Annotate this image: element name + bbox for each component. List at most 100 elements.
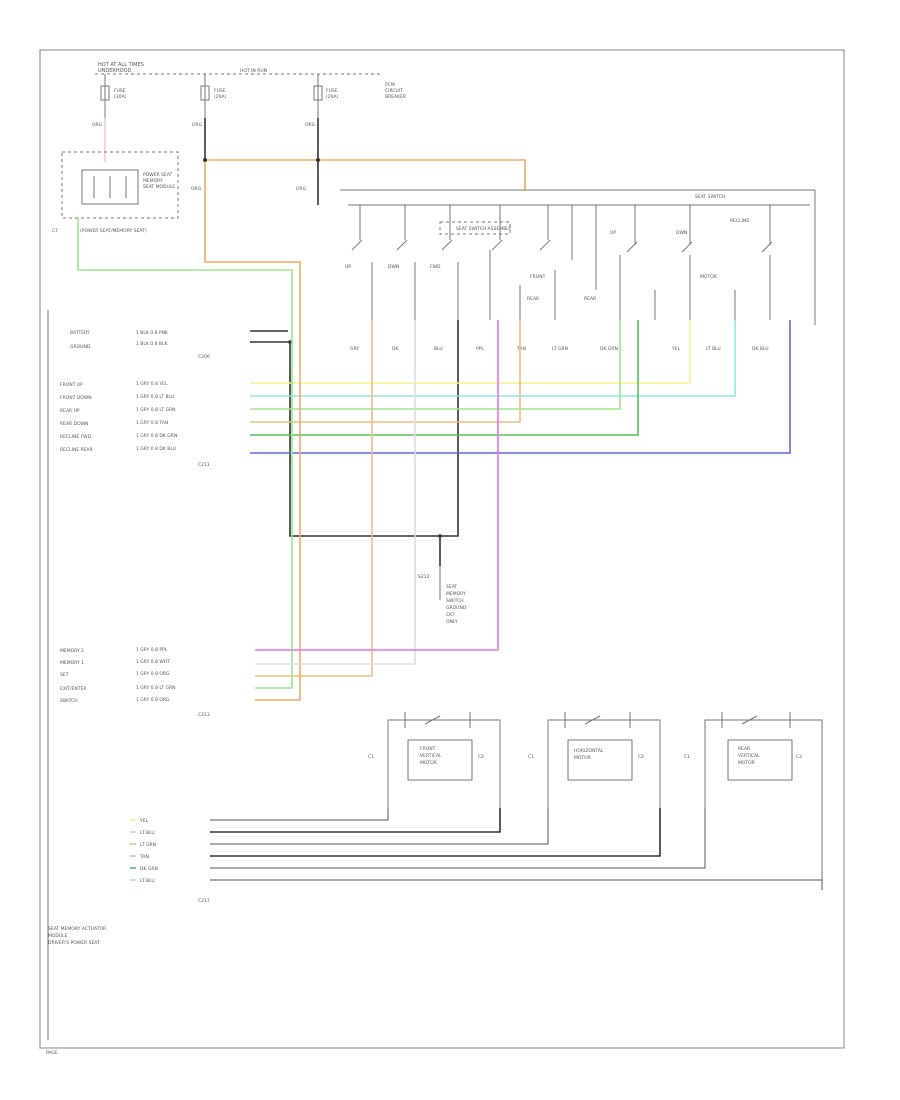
switch-group-3: RECLINE — [730, 218, 749, 224]
low-connector-id: C213 — [198, 712, 210, 718]
conn-row-7: 1 GRY 0.8 DK GRN — [136, 433, 177, 439]
power-source-title: HOT AT ALL TIMES — [98, 62, 144, 68]
splice-note-5: CKT — [446, 612, 455, 618]
fuse-note: PCM — [385, 82, 395, 88]
fuse-3-sub: (20A) — [326, 94, 339, 100]
bottom-wire-bundle: YEL LT BLU LT GRN TAN DK GRN LT BLU C217 — [130, 808, 823, 904]
bottom-terminal-4: PPL — [476, 346, 484, 352]
switch-label-4: REAR — [527, 296, 539, 302]
conn-row-8: 1 GRY 0.8 DK BLU — [136, 446, 176, 452]
signal-3: REAR UP — [60, 408, 80, 414]
bottom-terminal-8: YEL — [671, 346, 681, 352]
motor-1-pin-right: C2 — [478, 754, 484, 760]
bottom-wire-5: DK GRN — [140, 866, 158, 872]
conn-row-5: 1 GRY 0.8 LT GRN — [136, 407, 175, 413]
motor-1-sub2: MOTOR — [420, 760, 437, 766]
cb-label-2: BREAKER — [385, 94, 406, 100]
switch-label-6: DWN — [676, 230, 687, 236]
motor-2-pin-right: C2 — [638, 754, 644, 760]
lock-module: POWER SEAT MEMORY SEAT MODULE C7 (POWER … — [52, 151, 293, 330]
motor-1-title: FRONT — [420, 746, 436, 752]
fuse-1-label: FUSE — [114, 88, 126, 94]
mid-connector-id: C211 — [198, 462, 210, 468]
fuse-1-sub: (30A) — [114, 94, 127, 100]
signal-1: FRONT UP — [60, 382, 83, 388]
fuse-2-sub: (20A) — [214, 94, 227, 100]
bottom-wire-3: LT GRN — [140, 842, 156, 848]
bottom-terminal-2: DK — [392, 346, 399, 352]
bottom-terminal-6: LT GRN — [552, 346, 568, 352]
top-connector-1: BATTERY — [70, 330, 90, 336]
splice-note-3: SWITCH — [446, 598, 464, 604]
switch-signal-wires — [250, 320, 791, 537]
bottom-terminal-10: DK BLU — [752, 346, 769, 352]
switch-label-2: DWN — [388, 264, 399, 270]
wire-top-2: ORG — [192, 122, 203, 128]
motor-1-pin-left: C1 — [368, 754, 374, 760]
conn-row-12: 1 GRY 0.8 LT GRN — [136, 685, 175, 691]
wire-top-3: ORG — [305, 122, 316, 128]
switch-group-1: FRONT — [530, 274, 546, 280]
conn-row-9: 1 GRY 0.8 PPL — [136, 647, 168, 653]
fuse-2-label: FUSE — [214, 88, 226, 94]
power-source-subtitle: UNDERHOOD — [98, 68, 132, 74]
conn-row-11: 1 GRY 0.8 ORG — [136, 671, 170, 677]
motor-rear-vertical: REAR VERTICAL MOTOR C1 C2 — [684, 712, 823, 890]
motor-3-pin-right: C2 — [796, 754, 802, 760]
bottom-wire-6: LT BLU — [140, 878, 155, 884]
signal-10: EXIT/ENTER — [60, 686, 86, 692]
splice-note-1: SEAT — [446, 584, 457, 590]
signal-11: SWITCH — [60, 698, 78, 704]
lock-module-text-2: MEMORY — [143, 178, 163, 184]
conn-row-6: 1 GRY 0.8 TAN — [136, 420, 168, 426]
signal-7: MEMORY 2 — [60, 648, 84, 654]
switch-group-4: MOTOR — [700, 274, 717, 280]
footer-title-2: MODULE — [48, 933, 68, 939]
wire-mid-1: ORG — [191, 186, 202, 192]
bus-label: HOT IN RUN — [240, 68, 267, 74]
signal-6: RECLINE REAR — [60, 447, 93, 453]
splice-note-2: MEMORY — [446, 591, 466, 597]
splice-note-4: GROUND — [446, 605, 467, 611]
signal-5: RECLINE FWD — [60, 434, 92, 440]
power-source-header: HOT AT ALL TIMES UNDERHOOD FUSE (30A) FU… — [92, 62, 406, 128]
motor-front-vertical: FRONT VERTICAL MOTOR C1 C2 — [368, 712, 501, 808]
conn-row-13: 1 GRY 0.8 ORG — [136, 697, 170, 703]
bottom-terminal-3: BLU — [434, 346, 443, 352]
splice-label: S212 — [418, 574, 430, 580]
splice-note-6: ONLY — [446, 619, 458, 625]
connector-block-upper: BATTERY GROUND 1 BLK 0.8 PNK 1 BLK 0.8 B… — [47, 310, 210, 1040]
motor-2-sub: MOTOR — [574, 755, 591, 761]
footer-title-1: SEAT MEMORY ACTUATOR — [48, 926, 106, 932]
switch-label-3: FWD — [430, 264, 441, 270]
conn-row-2: 1 BLK 0.8 BLK — [136, 341, 168, 347]
signal-4: REAR DOWN — [60, 421, 88, 427]
switch-assembly: SEAT SWITCH ASSEMBLY SEAT SWITCH UP DWN … — [317, 189, 816, 352]
motor-3-title: REAR — [738, 746, 750, 752]
top-connector-id: C206 — [198, 354, 210, 360]
wire-mid-2: ORG — [296, 186, 307, 192]
bottom-terminal-9: LT BLU — [706, 346, 721, 352]
conn-row-10: 1 GRY 0.8 WHT — [136, 659, 170, 665]
lock-connector: C7 — [52, 228, 58, 234]
bottom-wire-1: YEL — [139, 818, 149, 824]
bottom-terminal-5: TAN — [516, 346, 526, 352]
signal-8: MEMORY 1 — [60, 660, 84, 666]
lock-module-text-1: POWER SEAT — [143, 172, 173, 178]
motor-3-sub2: MOTOR — [738, 760, 755, 766]
bottom-terminal-7: DK GRN — [600, 346, 618, 352]
signal-9: SET — [60, 672, 69, 678]
conn-row-3: 1 GRY 0.8 YEL — [136, 381, 168, 387]
motor-2-pin-left: C1 — [528, 754, 534, 760]
motor-2-title: HORIZONTAL — [574, 748, 604, 754]
wire-top-1: ORG — [92, 122, 103, 128]
motor-horizontal: HORIZONTAL MOTOR C1 C2 — [528, 712, 661, 808]
vertical-runs: S212 SEAT MEMORY SWITCH GROUND CKT ONLY — [255, 320, 499, 701]
diagram-footer: SEAT MEMORY ACTUATOR MODULE DRIVER'S POW… — [46, 926, 106, 1056]
bottom-terminal-1: GRY — [350, 346, 359, 352]
switch-label-5: UP — [610, 230, 616, 236]
conn-row-4: 1 GRY 0.8 LT BLU — [136, 394, 174, 400]
top-connector-2: GROUND — [70, 344, 91, 350]
lock-module-text-3: SEAT MODULE — [143, 184, 175, 190]
